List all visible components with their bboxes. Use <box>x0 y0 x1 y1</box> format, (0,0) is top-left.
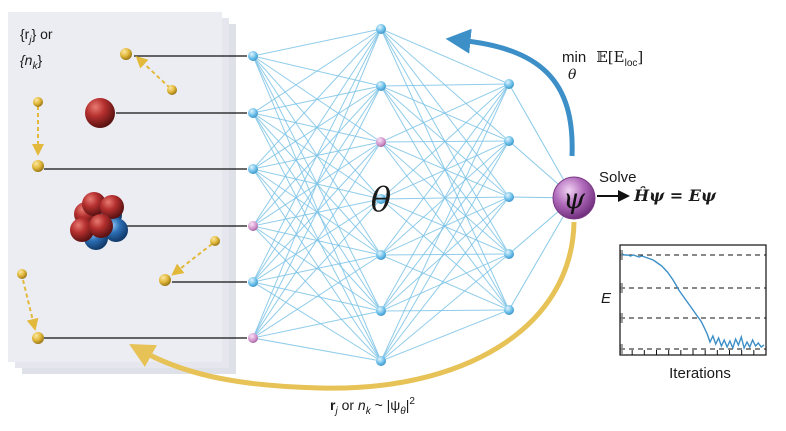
network-node <box>376 306 386 316</box>
network-edge <box>252 28 382 283</box>
network-node <box>248 51 258 61</box>
network-node <box>504 192 514 202</box>
network-edge <box>252 28 382 227</box>
network-edge <box>380 196 510 362</box>
solve-label: Solve <box>599 169 637 186</box>
plot-xlabel: Iterations <box>669 365 731 382</box>
network-node <box>504 136 514 146</box>
particle <box>120 48 132 60</box>
network-edge <box>380 309 510 312</box>
network-edge <box>508 83 575 199</box>
network-node-pink <box>248 333 258 343</box>
network-edge <box>252 28 382 114</box>
network-edge <box>380 83 510 200</box>
particle-ghost <box>210 236 220 246</box>
network-node <box>504 249 514 259</box>
network-node <box>248 108 258 118</box>
network-edge <box>380 83 510 312</box>
particle-move-arrow <box>171 243 213 276</box>
network-node <box>248 277 258 287</box>
network-edge <box>252 168 382 362</box>
optimization-label: min 𝔼[Eloc] <box>562 48 643 69</box>
schrodinger-equation: Ĥψ = Eψ <box>633 185 717 205</box>
wavefunction-node <box>552 176 596 220</box>
config-label-line1: {rj} or <box>20 26 53 46</box>
network-node <box>376 356 386 366</box>
network-edge <box>380 253 510 312</box>
particle-ghost <box>17 269 27 279</box>
nucleus-cluster <box>70 192 128 250</box>
sampling-arrow <box>129 221 577 391</box>
particle <box>32 332 44 344</box>
particle-move-arrow <box>22 279 39 331</box>
network-node <box>248 164 258 174</box>
energy-plot: E Iterations <box>601 244 767 382</box>
config-label-line2: {nk} <box>20 52 42 72</box>
network-node-pink <box>376 137 386 147</box>
network-edge <box>252 55 382 362</box>
network-edge <box>252 28 382 170</box>
network-edge <box>380 83 510 256</box>
network-edge <box>380 83 510 362</box>
network-edge <box>380 83 510 143</box>
network-edge <box>252 198 382 339</box>
sampling-label: rj or nk ~ |ψθ|2 <box>330 396 415 417</box>
optimization-min-subscript: θ <box>568 67 577 83</box>
network-nodes <box>248 24 514 366</box>
network-edge <box>252 337 382 362</box>
network-edge <box>380 309 510 362</box>
network-edge <box>252 254 382 339</box>
network-node-pink <box>248 221 258 231</box>
particle <box>159 274 171 286</box>
parameter-label: θ <box>371 180 391 220</box>
network-edge <box>252 85 382 339</box>
particle-ghost <box>167 85 177 95</box>
network-edge <box>508 197 575 311</box>
network-edge <box>380 196 510 312</box>
wavefunction-symbol: ψ <box>563 182 586 215</box>
particle <box>32 160 44 172</box>
plot-ticks <box>619 250 767 355</box>
network-edges <box>252 28 575 362</box>
plot-ylabel: E <box>601 290 612 307</box>
network-edge <box>380 28 510 85</box>
network-edge <box>252 112 382 362</box>
network-edge <box>380 140 510 312</box>
network-node <box>504 305 514 315</box>
network-node <box>376 81 386 91</box>
configuration-panel <box>8 12 236 374</box>
network-edge <box>252 141 382 339</box>
network-edge <box>380 83 510 87</box>
particle-ghost <box>33 97 43 107</box>
network-edge <box>252 28 382 57</box>
network-edge <box>380 253 510 362</box>
plot-frame <box>619 244 767 356</box>
network-node <box>376 24 386 34</box>
proton-atom <box>85 98 115 128</box>
network-node <box>504 79 514 89</box>
network-edge <box>252 28 382 339</box>
network-edge <box>252 310 382 339</box>
input-lines <box>44 55 247 339</box>
network-node <box>376 194 386 204</box>
panel-front <box>8 12 222 362</box>
optimization-arrow <box>445 28 575 157</box>
particles <box>17 48 220 344</box>
network-node <box>376 250 386 260</box>
network-edge <box>380 140 510 362</box>
energy-series-line <box>621 253 765 351</box>
